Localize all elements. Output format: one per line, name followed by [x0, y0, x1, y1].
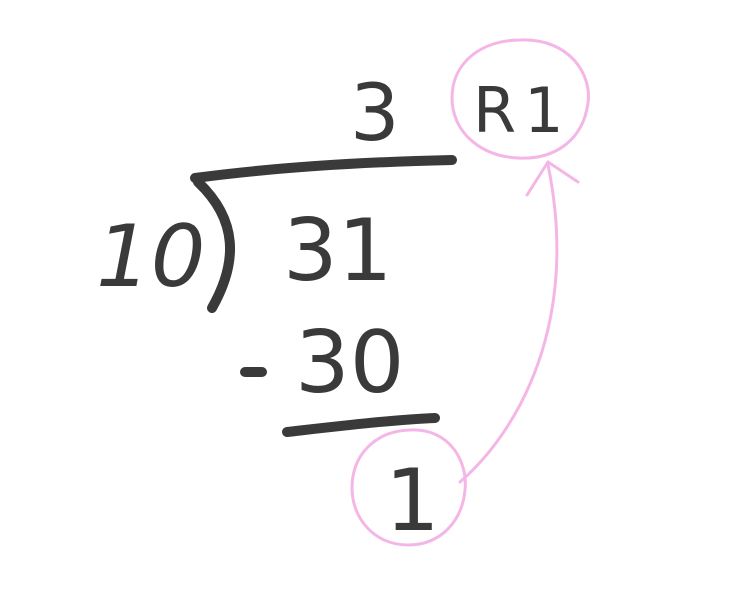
dividend: 31	[283, 201, 392, 301]
subtracted-value: 30	[295, 313, 404, 413]
subtraction-line	[282, 413, 440, 437]
division-bracket	[193, 177, 236, 313]
divisor: 10	[96, 207, 205, 307]
remainder-value: 1	[385, 451, 440, 551]
remainder-arrow-head	[525, 160, 580, 197]
quotient: 3	[350, 69, 400, 159]
remainder-label: R1	[473, 74, 572, 147]
remainder-circle	[350, 428, 467, 547]
remainder-arrow	[458, 163, 559, 484]
division-bar	[190, 155, 457, 183]
remainder-label-circle	[450, 38, 590, 160]
